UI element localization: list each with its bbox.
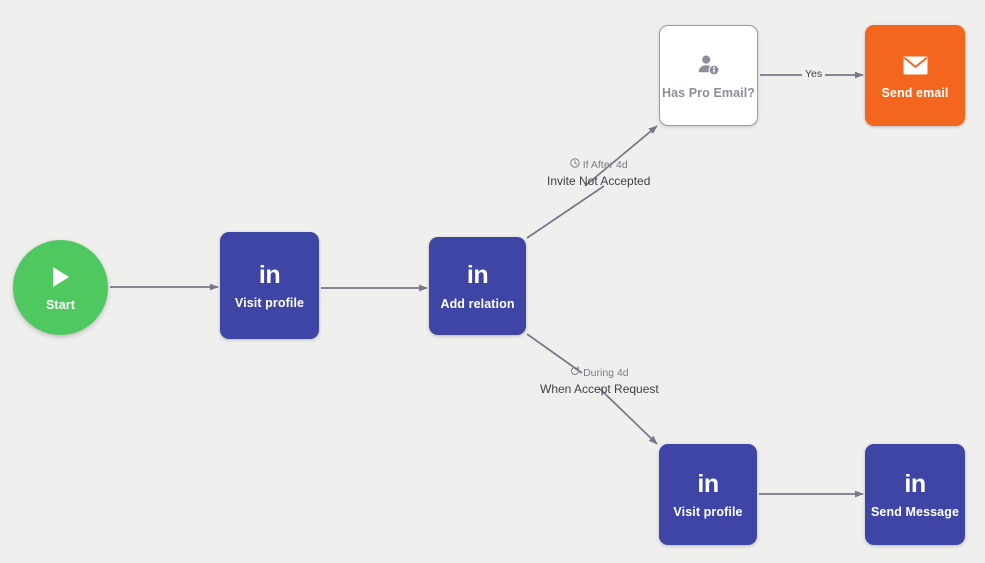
clock-icon [570, 158, 580, 173]
edge-add-relation-to-has-pro-email-seg1 [526, 185, 605, 239]
envelope-icon [903, 50, 928, 80]
node-has-pro-email[interactable]: Has Pro Email? [659, 25, 758, 126]
linkedin-in-wordmark: in [258, 260, 281, 289]
edge-label-timer-row: During 4d [570, 366, 629, 381]
play-icon [51, 262, 71, 292]
node-visit-profile-1[interactable]: in Visit profile [220, 232, 319, 339]
linkedin-in-icon: in [697, 469, 719, 499]
linkedin-in-icon: in [904, 469, 926, 499]
linkedin-in-icon: in [258, 260, 281, 290]
edge-label-yes[interactable]: Yes [802, 68, 826, 80]
node-add-relation-label: Add relation [440, 296, 515, 311]
edge-label-timer-text: During 4d [583, 366, 629, 379]
node-visit-profile-2[interactable]: in Visit profile [659, 444, 757, 545]
node-start-label: Start [46, 298, 75, 313]
node-add-relation[interactable]: in Add relation [429, 237, 526, 335]
node-send-email-label: Send email [881, 86, 949, 101]
edge-label-timer-row: If After 4d [570, 158, 628, 173]
refresh-icon [570, 366, 580, 381]
user-info-icon [698, 50, 720, 80]
edge-label-main-text: When Accept Request [540, 381, 659, 396]
edge-label-timer-text: If After 4d [582, 158, 628, 171]
node-send-email[interactable]: Send email [865, 25, 965, 126]
node-visit-profile-2-label: Visit profile [673, 505, 743, 520]
edge-label-when-accept-request[interactable]: During 4d When Accept Request [540, 366, 659, 397]
linkedin-in-wordmark: in [466, 261, 489, 290]
node-send-message-label: Send Message [870, 505, 960, 520]
edge-add-relation-to-visit-profile-2-seg2 [599, 388, 658, 445]
node-has-pro-email-label: Has Pro Email? [661, 86, 756, 101]
linkedin-in-icon: in [466, 261, 489, 291]
linkedin-in-wordmark: in [697, 469, 719, 498]
node-send-message[interactable]: in Send Message [865, 444, 965, 545]
node-start[interactable]: Start [13, 240, 108, 335]
edge-label-main-text: Invite Not Accepted [547, 173, 651, 188]
edge-label-invite-not-accepted[interactable]: If After 4d Invite Not Accepted [547, 158, 650, 189]
linkedin-in-wordmark: in [904, 469, 926, 498]
node-visit-profile-1-label: Visit profile [234, 296, 305, 311]
